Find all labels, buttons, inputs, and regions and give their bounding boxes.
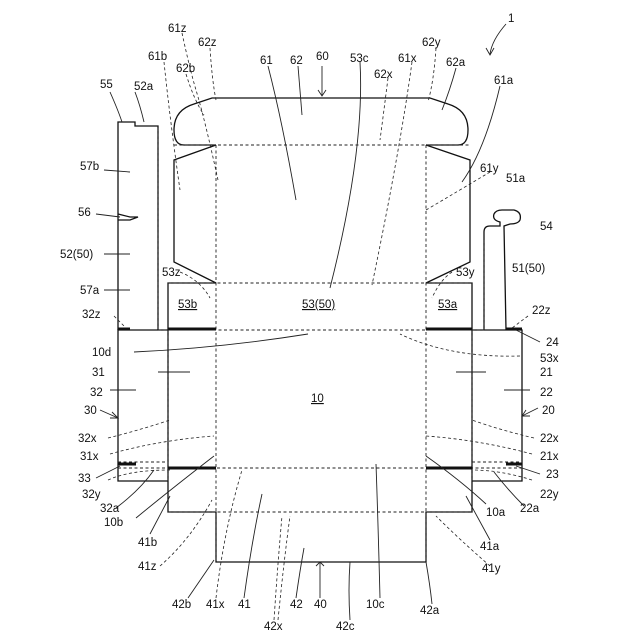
label-60: 60: [316, 51, 329, 63]
label-56: 56: [78, 207, 91, 219]
label-41b: 41b: [138, 537, 157, 549]
label-62b: 62b: [176, 63, 195, 75]
label-32: 32: [90, 387, 103, 399]
label-31x: 31x: [80, 451, 99, 463]
label-42b: 42b: [172, 599, 191, 611]
label-41z: 41z: [138, 561, 157, 573]
label-53-50: 53(50): [302, 299, 335, 311]
label-24: 24: [546, 337, 559, 349]
label-62z: 62z: [198, 37, 217, 49]
label-10a: 10a: [486, 507, 506, 519]
label-57b: 57b: [80, 161, 99, 173]
label-33: 33: [78, 473, 91, 485]
label-42c: 42c: [336, 621, 355, 633]
label-21x: 21x: [540, 451, 559, 463]
label-62: 62: [290, 55, 303, 67]
label-41x: 41x: [206, 599, 225, 611]
label-22a: 22a: [520, 503, 540, 515]
label-10: 10: [311, 393, 324, 405]
label-22z: 22z: [532, 305, 551, 317]
panel-52-outline: [118, 122, 158, 330]
label-52a: 52a: [134, 81, 154, 93]
panel-62-outline: [174, 98, 468, 145]
label-61z: 61z: [168, 23, 187, 35]
label-42a: 42a: [420, 605, 440, 617]
label-10c: 10c: [366, 599, 385, 611]
label-32z: 32z: [82, 309, 101, 321]
fold-lines: [118, 128, 522, 562]
label-61: 61: [260, 55, 273, 67]
label-1: 1: [508, 13, 514, 25]
label-53b: 53b: [178, 299, 197, 311]
label-41: 41: [238, 599, 251, 611]
label-10d: 10d: [92, 347, 111, 359]
label-30: 30: [84, 405, 97, 417]
label-23: 23: [546, 469, 559, 481]
label-51a: 51a: [506, 173, 526, 185]
label-32x: 32x: [78, 433, 97, 445]
panel-31-outline: [118, 330, 168, 481]
label-10b: 10b: [104, 517, 123, 529]
label-42x: 42x: [264, 621, 283, 633]
label-20: 20: [542, 405, 555, 417]
label-61a: 61a: [494, 75, 514, 87]
label-41y: 41y: [482, 563, 501, 575]
label-55: 55: [100, 79, 113, 91]
label-22: 22: [540, 387, 553, 399]
label-32y: 32y: [82, 489, 101, 501]
label-53y: 53y: [456, 267, 475, 279]
label-53a: 53a: [438, 299, 458, 311]
label-31: 31: [92, 367, 105, 379]
label-62a: 62a: [446, 57, 466, 69]
label-54: 54: [540, 221, 553, 233]
label-61x: 61x: [398, 53, 417, 65]
label-53x: 53x: [540, 353, 559, 365]
label-42: 42: [290, 599, 303, 611]
label-62x: 62x: [374, 69, 393, 81]
label-53c: 53c: [350, 53, 369, 65]
label-57a: 57a: [80, 285, 100, 297]
label-41a: 41a: [480, 541, 500, 553]
slit-56: [118, 214, 138, 220]
label-22y: 22y: [540, 489, 559, 501]
arrow-1: [490, 24, 506, 54]
label-53z: 53z: [162, 267, 181, 279]
label-52-50: 52(50): [60, 249, 93, 261]
label-51-50: 51(50): [512, 263, 545, 275]
label-61b: 61b: [148, 51, 167, 63]
leader-lines: [96, 33, 540, 620]
arrow-30: [100, 410, 118, 418]
label-40: 40: [314, 599, 327, 611]
label-61y: 61y: [480, 163, 499, 175]
label-62y: 62y: [422, 37, 441, 49]
label-21: 21: [540, 367, 553, 379]
panel-21-outline: [472, 330, 522, 481]
label-22x: 22x: [540, 433, 559, 445]
label-32a: 32a: [100, 503, 120, 515]
